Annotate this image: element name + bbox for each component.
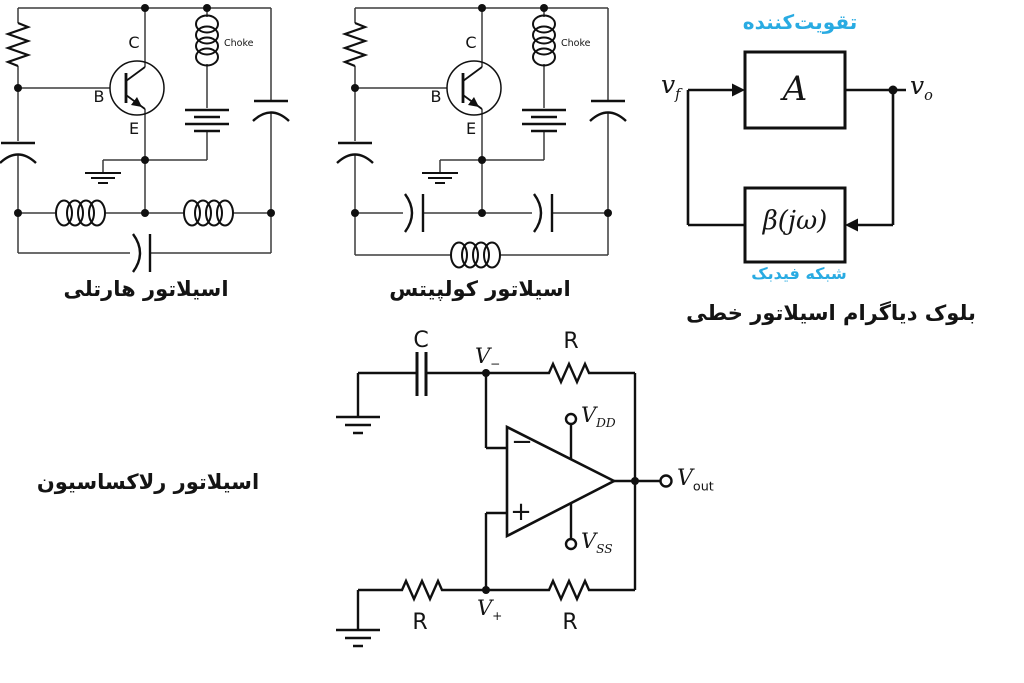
relaxation-cap-label: C [413, 328, 429, 353]
relaxation-junction-dots [482, 369, 639, 594]
colpitts-battery-symbol [522, 108, 566, 133]
vf-label: vf [661, 70, 681, 102]
vdd-sub: DD [596, 416, 616, 431]
relaxation-circuit [336, 352, 673, 648]
vo-main: v [910, 71, 925, 100]
colpitts-left-capacitor-symbol [336, 141, 374, 164]
colpitts-caption: اسیلاتور کولپیتس [389, 277, 571, 301]
amplifier-gain-symbol: A [782, 69, 808, 109]
relaxation-caption: اسیلاتور رلاکساسیون [36, 470, 260, 494]
vminus-main: V [475, 344, 491, 368]
hartley-battery-symbol [185, 108, 229, 133]
relaxation-cap-symbol [415, 352, 428, 396]
colpitts-tank-capacitor-left [404, 193, 425, 233]
relaxation-wires [356, 371, 661, 630]
vdd-main: V [581, 403, 597, 427]
input-arrowhead [732, 83, 745, 97]
hartley-choke-label: Choke [224, 38, 254, 49]
colpitts-ground-symbol [422, 172, 458, 184]
relaxation-res-left-symbol [398, 578, 446, 602]
colpitts-emitter-label: E [465, 119, 477, 138]
opamp-triangle [505, 424, 617, 539]
vminus-label: V− [475, 344, 500, 371]
colpitts-base-label: B [430, 87, 442, 106]
colpitts-choke-inductor-symbol [532, 14, 556, 67]
hartley-base-label: B [93, 87, 105, 106]
hartley-bottom-capacitor-symbol [132, 233, 152, 273]
colpitts-circuit [336, 4, 627, 269]
hartley-circuit [0, 4, 290, 273]
vout-main: V [677, 466, 693, 491]
vdd-label: VDD [581, 403, 616, 430]
vss-main: V [581, 529, 597, 553]
vminus-sub: − [490, 357, 501, 372]
vout-terminal [659, 474, 673, 488]
vss-terminal [564, 537, 578, 551]
vplus-sub: + [492, 609, 503, 624]
block-diagram-caption: بلوک دیاگرام اسیلاتور خطی [686, 301, 976, 325]
hartley-collector-label: C [128, 33, 140, 52]
vplus-label: V+ [477, 596, 502, 623]
vout-label: Vout [677, 466, 714, 494]
block-diagram-wires [686, 88, 906, 227]
vo-label: vo [910, 71, 933, 103]
colpitts-transistor-symbol [446, 60, 502, 116]
vo-sub: o [924, 88, 933, 104]
relaxation-res-right-label: R [562, 610, 578, 635]
colpitts-tank-capacitor-right [533, 193, 554, 233]
hartley-junction-dots [14, 4, 275, 217]
colpitts-junction-dots [351, 4, 612, 217]
relaxation-res-top-label: R [563, 329, 579, 354]
relaxation-terminals [564, 412, 673, 551]
colpitts-bottom-inductor-symbol [450, 241, 501, 269]
relaxation-ground-bottom [336, 628, 380, 648]
vf-main: v [661, 70, 676, 99]
relaxation-res-top-symbol [545, 361, 593, 385]
vss-sub: SS [596, 542, 613, 557]
colpitts-resistor-symbol [341, 21, 369, 68]
colpitts-collector-label: C [465, 33, 477, 52]
hartley-emitter-label: E [128, 119, 140, 138]
feedback-arrowhead [845, 218, 858, 232]
hartley-resistor-symbol [4, 21, 32, 68]
output-junction-dot [888, 85, 898, 95]
vss-label: VSS [581, 529, 613, 556]
hartley-choke-inductor-symbol [195, 14, 219, 67]
feedback-network-label: شبکه فیدبک [751, 264, 847, 283]
relaxation-ground-top [336, 415, 380, 435]
opamp-minus-label: − [511, 427, 533, 457]
opamp-plus-label: + [510, 497, 532, 527]
hartley-caption: اسیلاتور هارتلی [63, 277, 229, 301]
vout-sub: out [692, 479, 714, 495]
vplus-main: V [477, 596, 493, 620]
feedback-block-diagram [686, 50, 906, 264]
relaxation-res-left-label: R [412, 610, 428, 635]
amplifier-label: تقویت‌کننده [742, 10, 858, 34]
colpitts-right-capacitor-symbol [589, 99, 627, 122]
hartley-left-capacitor-symbol [0, 141, 37, 164]
hartley-ground-symbol [85, 172, 121, 184]
colpitts-choke-label: Choke [561, 38, 591, 49]
hartley-transistor-symbol [109, 60, 165, 116]
hartley-tank-inductor-left [55, 199, 106, 227]
hartley-right-capacitor-symbol [252, 99, 290, 122]
vdd-terminal [564, 412, 578, 426]
vf-sub: f [675, 87, 681, 103]
relaxation-res-right-symbol [545, 578, 593, 602]
feedback-tf-symbol: β(jω) [762, 206, 828, 236]
hartley-tank-inductor-right [183, 199, 234, 227]
